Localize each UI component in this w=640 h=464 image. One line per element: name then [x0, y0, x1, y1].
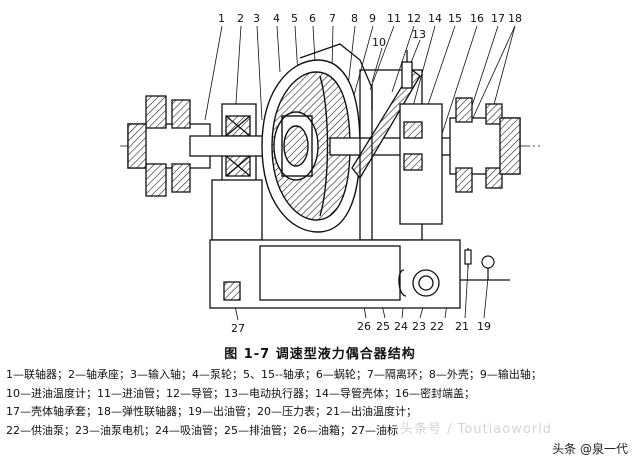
support-pedestal	[211, 179, 263, 241]
parts-legend: 1—联轴器；2—轴承座；3—输入轴；4—泵轮；5、15--轴承；6—蜗轮；7—隔…	[6, 366, 636, 440]
callout-18: 18	[508, 12, 522, 25]
legend-line: 1—联轴器；2—轴承座；3—输入轴；4—泵轮；5、15--轴承；6—蜗轮；7—隔…	[6, 368, 542, 381]
callout-22: 22	[430, 320, 444, 333]
callout-9: 9	[369, 12, 376, 25]
callout-1: 1	[218, 12, 225, 25]
callout-13: 13	[412, 28, 426, 41]
callout-17: 17	[491, 12, 505, 25]
callout-11: 11	[387, 12, 401, 25]
legend-line: 22—供油泵；23—油泵电机；24—吸油管；25—排油管；26—油箱；27—油标	[6, 423, 398, 437]
callout-4: 4	[273, 12, 280, 25]
electric-actuator	[401, 50, 413, 89]
impeller-turbine-assembly	[261, 59, 361, 233]
source-watermark: 头条 @泉一代	[548, 439, 632, 458]
coupling-structure-drawing: 1 2 3 4 5 6 7 8 9 11 12 14 15 16 17 18 1…	[120, 12, 540, 335]
callout-12: 12	[407, 12, 421, 25]
callout-2: 2	[237, 12, 244, 25]
oil-pump	[398, 269, 440, 297]
callout-numbers-top: 1 2 3 4 5 6 7 8 9 11 12 14 15 16 17 18 1…	[218, 12, 522, 49]
callout-numbers-bottom: 27 26 25 24 23 22 21 19	[231, 320, 491, 335]
callout-27: 27	[231, 322, 245, 335]
callout-7: 7	[329, 12, 336, 25]
legend-line: 17—壳体轴承套；18—弹性联轴器；19—出油管；20—压力表；21—出油温度计…	[6, 405, 417, 418]
callout-16: 16	[470, 12, 484, 25]
callout-21: 21	[455, 320, 469, 333]
callout-25: 25	[376, 320, 390, 333]
callout-10: 10	[372, 36, 386, 49]
right-bearing-section	[399, 103, 443, 225]
callout-5: 5	[291, 12, 298, 25]
callout-24: 24	[394, 320, 408, 333]
callout-26: 26	[357, 320, 371, 333]
callout-8: 8	[351, 12, 358, 25]
legend-line: 10—进油温度计；11—进油管；12—导管；13—电动执行器；14—导管壳体；1…	[6, 386, 475, 400]
callout-3: 3	[253, 12, 260, 25]
figure-caption: 图 1-7 调速型液力偶合器结构	[224, 347, 416, 362]
elastic-coupling	[449, 97, 521, 193]
outlet-instruments	[460, 248, 510, 281]
callout-23: 23	[412, 320, 426, 333]
callout-14: 14	[428, 12, 442, 25]
callout-19: 19	[477, 320, 491, 333]
callout-15: 15	[448, 12, 462, 25]
callout-6: 6	[309, 12, 316, 25]
scoop-tube	[351, 69, 423, 241]
watermark-ghost: 头条号 / Toutiaoworld	[400, 422, 552, 437]
